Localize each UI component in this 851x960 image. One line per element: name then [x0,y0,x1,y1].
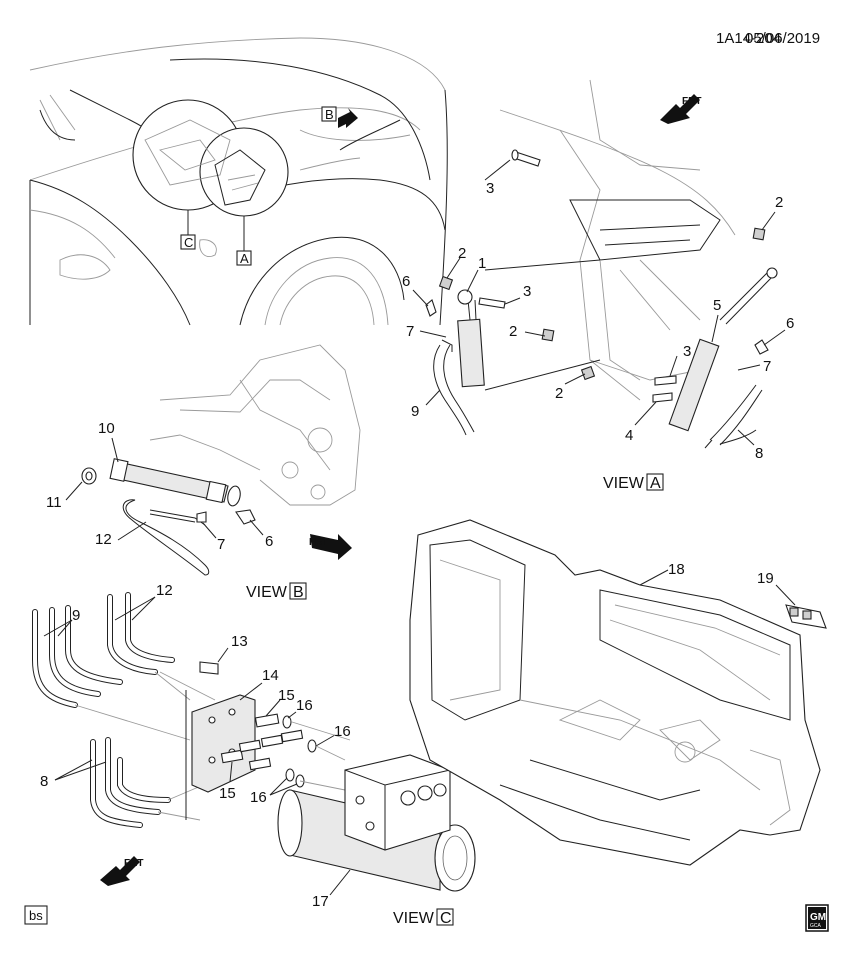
label-2-c: 2 [555,385,563,402]
seal-16-b [307,739,317,753]
svg-text:C: C [184,235,193,250]
label-6-c: 6 [265,533,273,550]
svg-text:bs: bs [29,908,43,923]
detail-circle-a [199,127,289,217]
clip-2-d [752,227,766,241]
corner-tag: bs [24,905,48,925]
fitting-15-a [254,713,280,728]
label-2-b: 2 [509,323,517,340]
label-3-a: 3 [486,180,494,197]
clip-6-left [425,299,437,317]
detail-c-callout: C [180,234,196,250]
seal-16-c [285,768,295,782]
label-3-c: 3 [683,343,691,360]
svg-text:VIEW: VIEW [393,910,435,927]
label-16-c: 16 [250,789,267,806]
svg-text:C: C [440,910,452,927]
frt-arrow-view-c: FRT [100,856,143,886]
fitting-15-b [220,749,244,764]
svg-text:VIEW: VIEW [603,475,645,492]
bolt-3-right [654,375,677,386]
label-2-d: 2 [775,194,783,211]
frt-arrow-view-b: FRT [309,534,352,560]
bolt-3-mid [478,297,506,309]
frt-arrow-view-a: FRT [660,94,701,124]
detail-a-callout: A [236,250,252,266]
manifold-plate-14 [191,694,256,793]
label-7-c: 7 [217,536,225,553]
label-5: 5 [713,297,721,314]
clip-6-right [754,339,769,355]
label-13: 13 [231,633,248,650]
label-6-a: 6 [402,273,410,290]
svg-text:A: A [650,475,661,492]
clip-2-a [438,275,454,291]
strut-5 [668,338,720,432]
label-6-b: 6 [786,315,794,332]
diagram-date: 05/06/2019 [745,30,820,47]
view-b-illustration: FRT [65,344,361,576]
label-4: 4 [625,427,633,444]
view-c-hoses [32,592,216,828]
bracket-19 [775,584,827,629]
label-8-b: 8 [40,773,48,790]
label-19: 19 [757,570,774,587]
svg-text:VIEW: VIEW [246,584,288,601]
label-3-b: 3 [523,283,531,300]
svg-text:FRT: FRT [124,858,143,869]
label-2-a: 2 [458,245,466,262]
hydraulic-pump-17 [277,754,476,896]
label-10: 10 [98,420,115,437]
label-12-a: 12 [95,531,112,548]
svg-text:FRT: FRT [309,537,328,548]
car-overview: C A B [29,37,448,326]
label-16-a: 16 [296,697,313,714]
svg-text:B: B [325,107,334,122]
hose-12 [122,499,210,576]
label-12-b: 12 [156,582,173,599]
label-15-b: 15 [219,785,236,802]
clip-7-view-b [196,511,207,523]
label-9-b: 9 [72,607,80,624]
clip-2-b [541,328,555,342]
seal-16-a [282,715,292,729]
bolt-13 [199,661,219,675]
label-18: 18 [668,561,685,578]
svg-text:GM: GM [810,912,826,923]
label-1: 1 [478,255,486,272]
bolt-3-lower [652,392,673,403]
housing-18 [409,519,821,866]
label-17: 17 [312,893,329,910]
view-c-manifold [191,647,351,796]
svg-text:B: B [293,584,304,601]
label-7-a: 7 [406,323,414,340]
view-b-direction-arrow [338,108,358,128]
svg-text:GCA: GCA [810,923,822,929]
view-a-illustration: FRT [412,79,786,449]
label-16-b: 16 [334,723,351,740]
label-9-a: 9 [411,403,419,420]
svg-text:A: A [240,251,249,266]
label-11: 11 [46,494,62,511]
view-b-caption: VIEW B [246,582,307,601]
view-c-caption: VIEW C [393,908,454,927]
label-14: 14 [262,667,279,684]
strut-1 [457,318,485,388]
view-a-caption: VIEW A [603,473,664,492]
label-7-b: 7 [763,358,771,375]
gm-logo: GM GCA [805,904,829,932]
clip-2-c [580,365,596,381]
detail-b-callout: B [321,106,358,128]
svg-text:FRT: FRT [682,96,701,107]
diagram-code: 1A14-204 [716,30,781,47]
label-15-a: 15 [278,687,295,704]
label-8-a: 8 [755,445,763,462]
